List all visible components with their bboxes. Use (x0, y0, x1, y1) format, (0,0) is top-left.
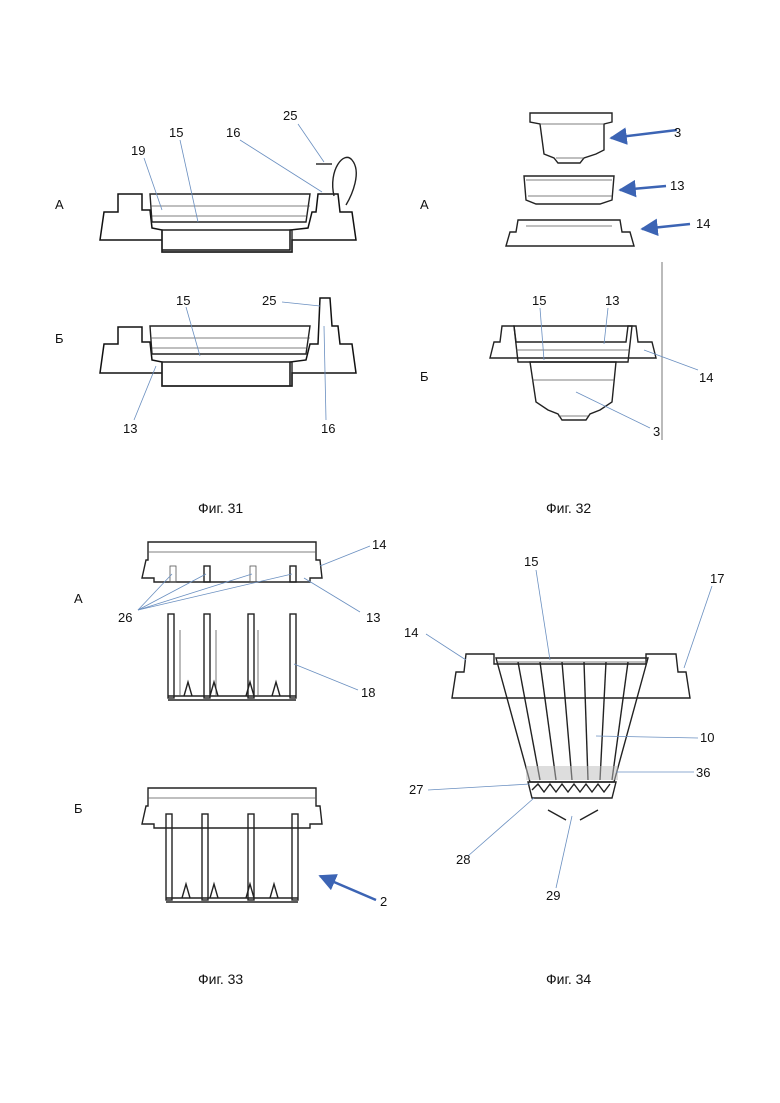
label-15: 15 (169, 125, 183, 140)
tray (452, 654, 690, 698)
label-26: 26 (118, 610, 132, 625)
caption-fig34: Фиг. 34 (546, 971, 591, 987)
tray-body (100, 298, 356, 386)
label-36: 36 (696, 765, 710, 780)
cup-bottom (162, 230, 292, 252)
label-16: 16 (226, 125, 240, 140)
label-25: 25 (283, 108, 297, 123)
view-label-a: А (55, 197, 64, 212)
capsule (530, 362, 616, 420)
caption-fig33: Фиг. 33 (198, 971, 243, 987)
label-15: 15 (524, 554, 538, 569)
tray (142, 542, 322, 582)
label-3: 3 (653, 424, 660, 439)
label-13: 13 (605, 293, 619, 308)
label-27: 27 (409, 782, 423, 797)
tray-body (100, 194, 356, 252)
base (166, 814, 298, 902)
fig31-view-b: Б 15 25 13 16 (55, 293, 356, 436)
cup-rim (150, 194, 310, 222)
caption-fig31: Фиг. 31 (198, 500, 243, 516)
filter-body (496, 658, 648, 782)
figure-32: А 3 13 14 Б (420, 113, 713, 516)
view-label-a: А (74, 591, 83, 606)
label-15: 15 (176, 293, 190, 308)
label-13: 13 (123, 421, 137, 436)
label-25: 25 (262, 293, 276, 308)
label-3: 3 (674, 125, 681, 140)
view-label-b: Б (55, 331, 64, 346)
capsule (530, 113, 612, 163)
label-13: 13 (366, 610, 380, 625)
figure-34: 15 17 14 10 36 27 28 29 Фиг. 34 (404, 554, 724, 987)
label-14: 14 (404, 625, 418, 640)
label-17: 17 (710, 571, 724, 586)
tray (506, 220, 634, 246)
post (204, 566, 210, 582)
caption-fig32: Фиг. 32 (546, 500, 591, 516)
figure-31: А 19 15 16 25 Б (55, 108, 356, 516)
label-28: 28 (456, 852, 470, 867)
cup-rim (150, 326, 310, 354)
fig31-view-a: А 19 15 16 25 (55, 108, 356, 252)
outlet (548, 810, 598, 820)
label-15: 15 (532, 293, 546, 308)
label-18: 18 (361, 685, 375, 700)
label-29: 29 (546, 888, 560, 903)
label-14: 14 (699, 370, 713, 385)
cup (514, 326, 632, 362)
label-13: 13 (670, 178, 684, 193)
filter-band (526, 766, 618, 780)
label-19: 19 (131, 143, 145, 158)
label-14: 14 (696, 216, 710, 231)
label-16: 16 (321, 421, 335, 436)
cup-bottom (162, 362, 292, 386)
fig32-view-b: Б 15 13 14 3 (420, 262, 713, 440)
view-label-b: Б (420, 369, 429, 384)
base (168, 614, 296, 700)
view-label-b: Б (74, 801, 83, 816)
fig33-view-b: Б 2 (74, 788, 387, 909)
label-14: 14 (372, 537, 386, 552)
label-10: 10 (700, 730, 714, 745)
fig32-view-a: А 3 13 14 (420, 113, 710, 246)
figure-33: А (74, 537, 387, 987)
post (170, 566, 176, 582)
view-label-a: А (420, 197, 429, 212)
tray (142, 788, 322, 828)
fig33-view-a: А (74, 537, 386, 700)
label-2: 2 (380, 894, 387, 909)
